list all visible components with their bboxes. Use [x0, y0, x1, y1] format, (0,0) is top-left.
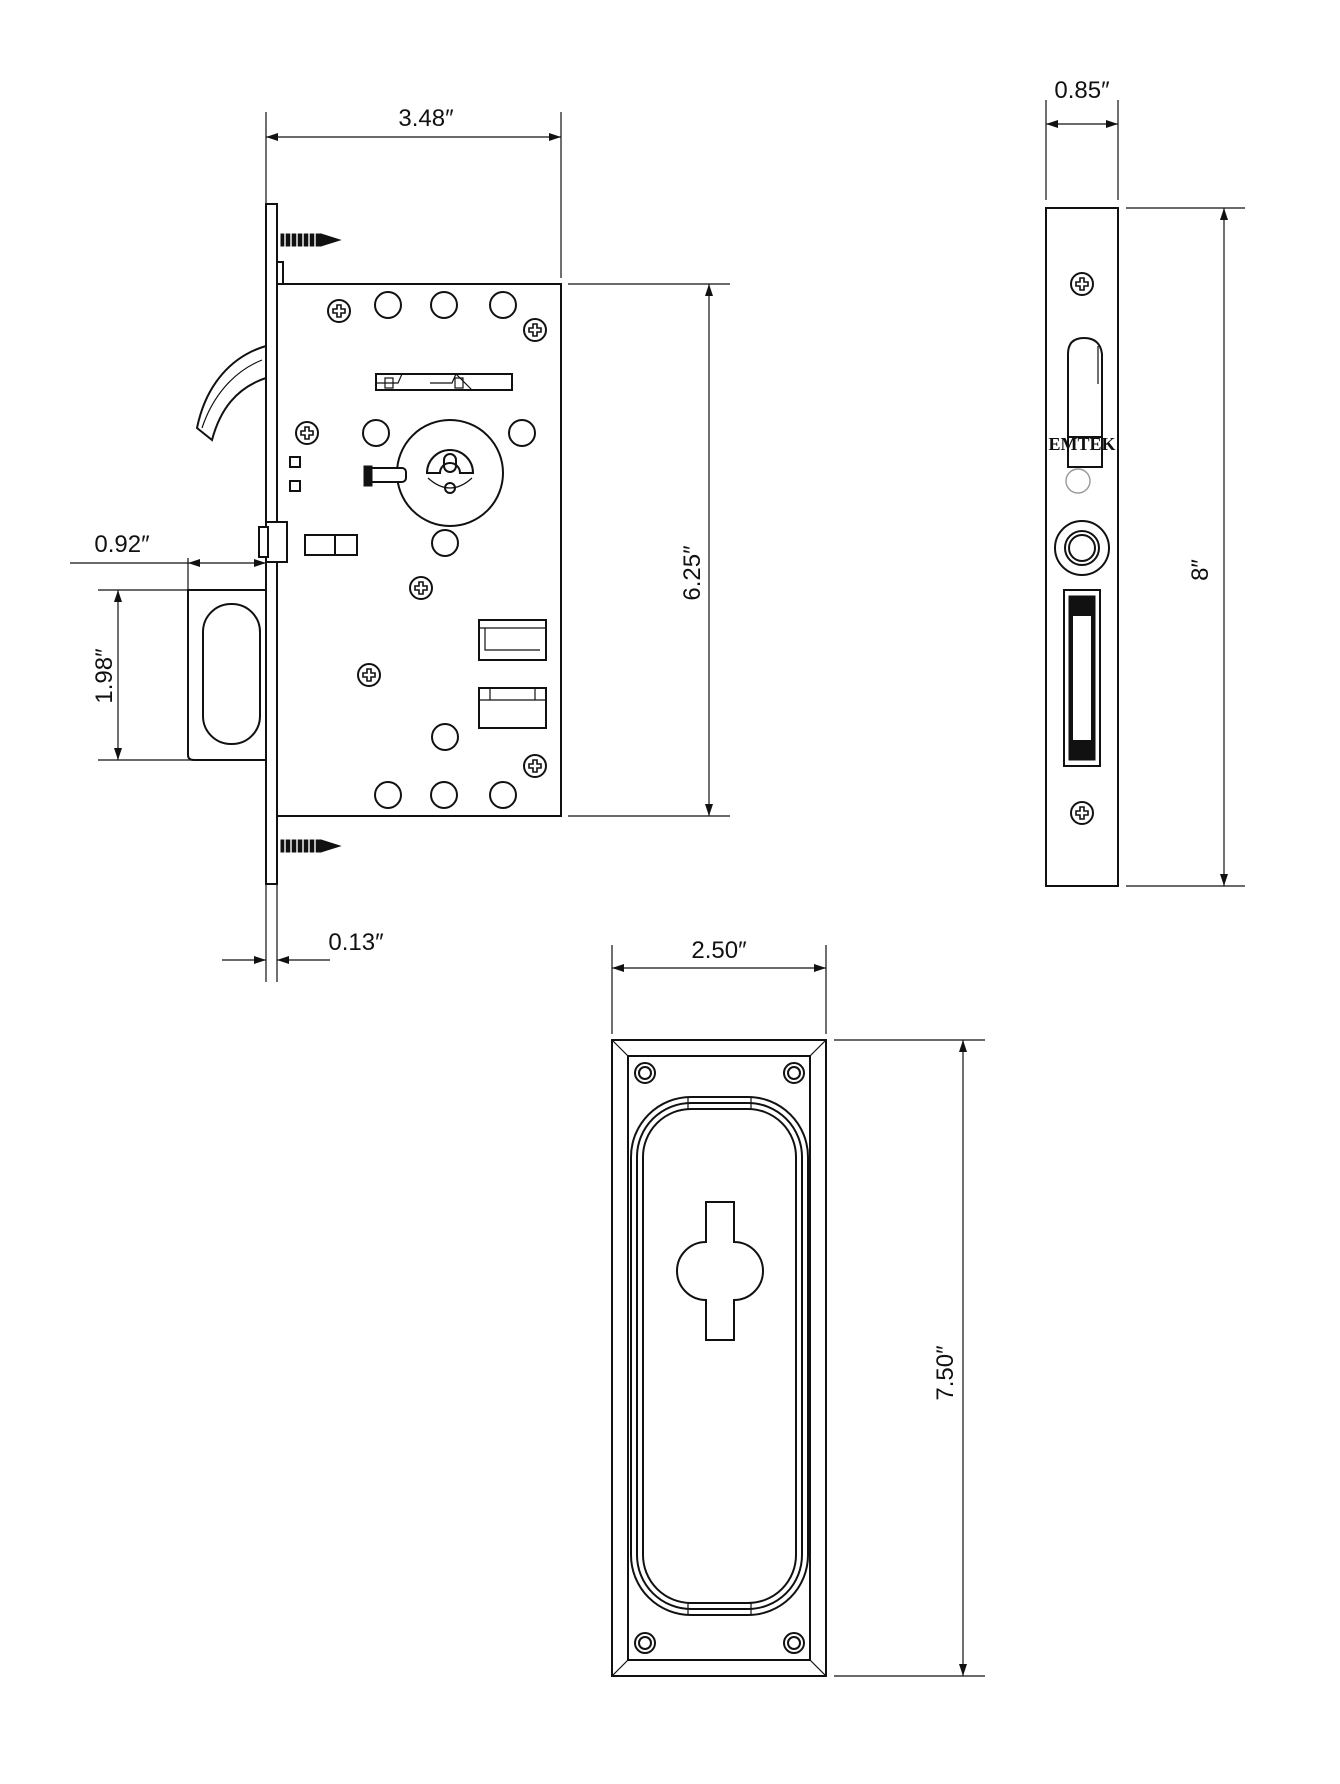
case-screw [327, 299, 351, 323]
deadbolt-block-lower [478, 687, 547, 729]
wood-screw-top [280, 232, 342, 248]
dimension-case-width: 3.48″ [265, 105, 562, 278]
case-screw [357, 663, 381, 687]
dimension-escutcheon-width: 2.50″ [611, 937, 827, 1034]
escutcheon-screw-holes [634, 1062, 805, 1654]
cylinder-hub [363, 419, 504, 527]
pull-cup-profile [187, 589, 267, 761]
faceplate-latch [1054, 520, 1110, 576]
dimension-label-pull-height: 1.98″ [91, 648, 118, 704]
dimension-escutcheon-height: 7.50″ [834, 1039, 985, 1677]
faceplate-front-view: EMTEK [1045, 207, 1119, 887]
dimension-label-faceplate-width: 0.85″ [1054, 77, 1110, 104]
dimension-label-faceplate-thickness: 0.13″ [328, 929, 384, 956]
brand-mark: EMTEK [1048, 434, 1115, 454]
hook-bolt [195, 344, 267, 442]
dimension-label-case-height: 6.25″ [679, 545, 706, 601]
pull-recess [630, 1096, 809, 1616]
emergency-release-slot [676, 1201, 764, 1341]
case-holes [362, 291, 536, 809]
dimension-label-escutcheon-width: 2.50″ [691, 937, 747, 964]
wood-screw-bottom [280, 838, 342, 854]
dimension-faceplate-height: 8″ [1126, 207, 1245, 887]
faceplate-screw-bottom [1070, 801, 1094, 825]
faceplate-deadbolt-opening [1063, 589, 1101, 767]
latch-lever [375, 372, 513, 391]
dimension-faceplate-thickness: 0.13″ [222, 884, 384, 982]
hook-bolt-slot [1067, 336, 1103, 468]
latch-bolt [258, 521, 358, 563]
faceplate-screw-top [1070, 272, 1094, 296]
dimension-label-backset: 0.92″ [94, 531, 150, 558]
case-screw [409, 576, 433, 600]
case-screw [523, 754, 547, 778]
dimension-backset: 0.92″ [70, 531, 266, 590]
case-screw [523, 318, 547, 342]
case-screw [295, 421, 319, 445]
mortise-lock-side-view [187, 203, 562, 885]
dimension-label-case-width: 3.48″ [398, 105, 454, 132]
flush-pull-escutcheon [611, 1039, 827, 1677]
dimension-label-escutcheon-height: 7.50″ [932, 1345, 959, 1401]
deadbolt-block-upper [478, 619, 547, 661]
dimension-pull-height: 1.98″ [91, 589, 200, 761]
dimension-faceplate-width: 0.85″ [1045, 77, 1119, 200]
dimension-label-faceplate-height: 8″ [1187, 559, 1214, 581]
dimension-case-height: 6.25″ [568, 283, 730, 817]
